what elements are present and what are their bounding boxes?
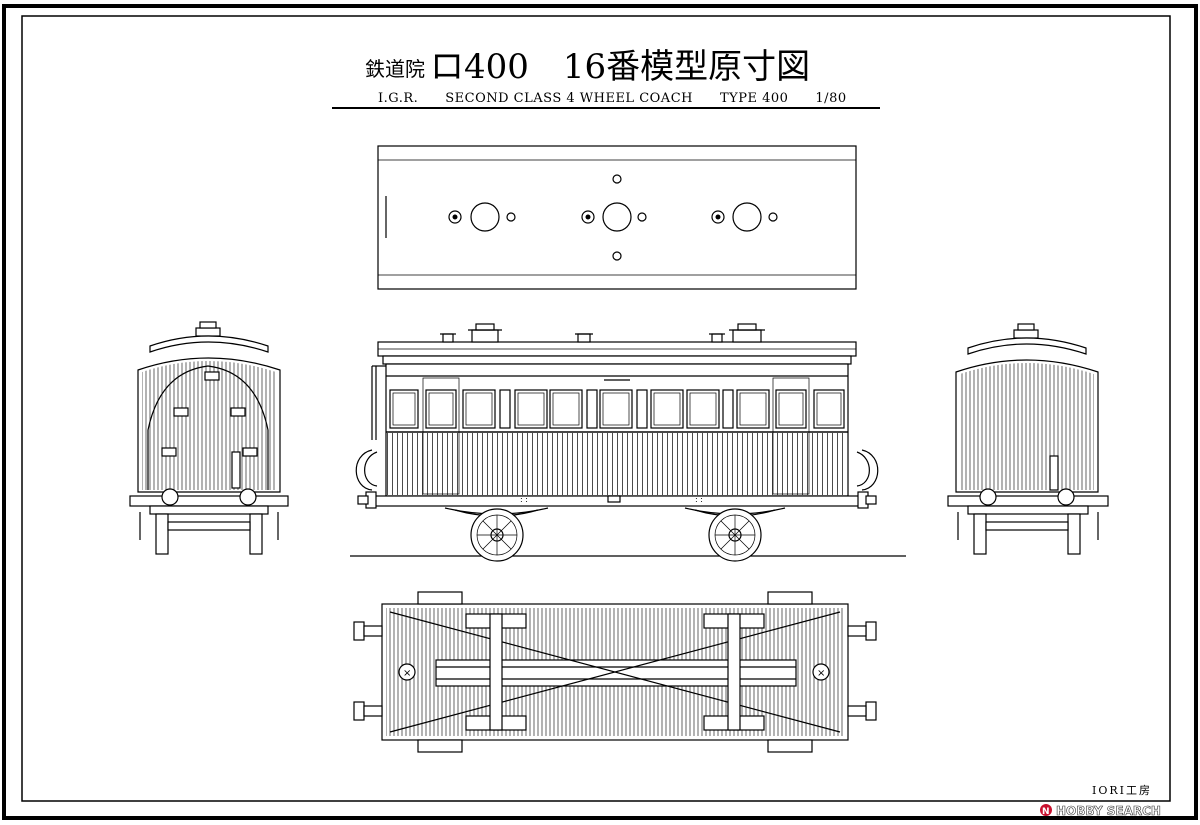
watermark-badge-icon (1040, 804, 1052, 816)
roof-vents (440, 323, 765, 343)
watermark-badge: N (1042, 807, 1050, 817)
roof-lamp-cluster-right (711, 202, 778, 232)
side-windows (389, 389, 845, 429)
title-block: 鉄道院 ロ400 16番模型原寸図 I.G.R. SECOND CLASS 4 … (332, 47, 880, 109)
roof-lamp-cluster-left (448, 202, 516, 232)
wheel-left (470, 508, 524, 562)
roof-top-view (377, 145, 857, 290)
svg-text:: :: : : (520, 495, 528, 504)
maker-signature: IORI工房 (1092, 784, 1152, 797)
end-view-left (129, 321, 289, 555)
watermark-text: HOBBY SEARCH (1056, 804, 1161, 818)
outer-border (2, 4, 1198, 820)
svg-text:×: × (403, 668, 411, 679)
side-elevation-view: : : : : (350, 323, 906, 562)
svg-text:×: × (817, 668, 825, 679)
inner-border (21, 15, 1171, 802)
wheel-right (708, 508, 762, 562)
end-view-right (947, 323, 1109, 555)
watermark: N HOBBY SEARCH (1040, 804, 1161, 818)
underframe-bottom-view: × × (353, 591, 877, 753)
title-prefix: 鉄道院 (365, 57, 425, 81)
title-subtitle: I.G.R. SECOND CLASS 4 WHEEL COACH TYPE 4… (378, 91, 847, 106)
title-main: ロ400 16番模型原寸図 (430, 47, 810, 87)
svg-text:: :: : : (695, 495, 703, 504)
roof-lamp-cluster-center (581, 174, 647, 261)
